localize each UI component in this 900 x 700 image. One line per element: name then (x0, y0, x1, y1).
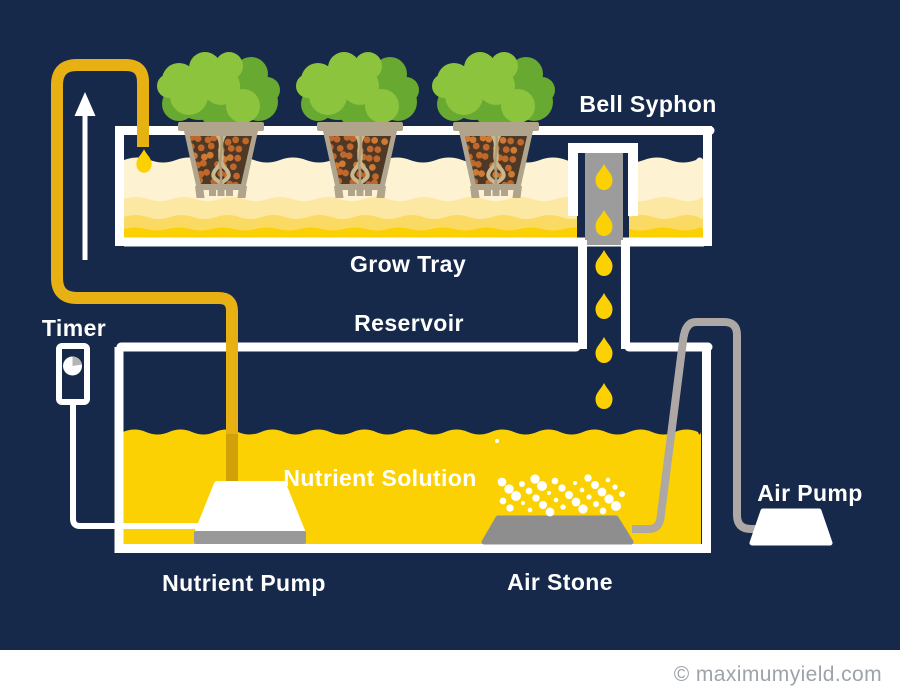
nutrient-drop-icon (595, 210, 613, 236)
label-nutrient-solution: Nutrient Solution (283, 465, 476, 491)
air-bubble (511, 491, 521, 501)
plant-roots (486, 136, 506, 184)
air-bubble (547, 491, 551, 495)
air-bubble (571, 497, 581, 507)
air-stone-device (481, 515, 634, 545)
label-air-stone: Air Stone (507, 569, 613, 595)
air-bubble (551, 477, 559, 485)
plant (296, 52, 419, 129)
timer-housing (56, 343, 90, 405)
label-nutrient-pump: Nutrient Pump (162, 570, 326, 596)
watermark: © maximumyield.com (673, 663, 882, 686)
air-bubble (586, 494, 592, 500)
nutrient-drop-icon (595, 293, 613, 319)
plant (157, 52, 280, 129)
air-bubble (525, 487, 533, 495)
nutrient-pipe-submerged (226, 433, 238, 484)
air-bubble (504, 484, 514, 494)
air-bubble (619, 491, 625, 497)
air-bubble (593, 501, 599, 507)
flow-arrow-head (74, 92, 96, 116)
air-bubble (521, 501, 525, 505)
air-bubble (532, 494, 540, 502)
plant-roots (350, 136, 370, 184)
plant-roots (211, 136, 231, 184)
air-bubble (578, 504, 588, 514)
label-bell-syphon: Bell Syphon (579, 91, 716, 117)
air-bubble (599, 507, 607, 515)
label-timer: Timer (42, 315, 106, 341)
air-pump-device (749, 508, 833, 546)
air-bubbles (495, 439, 625, 517)
nutrient-drops (136, 149, 613, 409)
air-bubble (497, 477, 507, 487)
air-bubble (537, 481, 547, 491)
air-bubble (597, 487, 607, 497)
air-bubble (545, 507, 555, 517)
air-bubble (604, 494, 614, 504)
diagram-canvas: Bell Syphon Grow Tray Reservoir Timer Nu… (0, 0, 900, 650)
air-bubble (539, 501, 547, 509)
air-bubble (584, 474, 592, 482)
pot-clay-pebbles (190, 136, 250, 184)
nutrient-drop-icon (136, 149, 152, 173)
nutrient-drop-icon (595, 337, 613, 363)
growing-medium-pot (317, 122, 403, 198)
nutrient-pipe (51, 59, 238, 434)
air-bubble (530, 474, 540, 484)
air-bubble (519, 481, 525, 487)
air-bubble (553, 497, 559, 503)
nutrient-pump-housing (195, 481, 305, 534)
air-bubble (573, 481, 577, 485)
nutrient-pump-device (194, 481, 306, 544)
growing-medium-pot (453, 122, 539, 198)
air-bubble (558, 484, 566, 492)
net-pots (178, 122, 539, 198)
nutrient-pump-base (194, 531, 306, 544)
timer-power-cord (70, 402, 202, 529)
grow-tray-liquid-bands (124, 157, 704, 238)
nutrient-drop-icon (595, 164, 613, 190)
air-bubble (560, 504, 566, 510)
air-bubble (499, 497, 507, 505)
air-bubble (565, 491, 573, 499)
bell-syphon-bell (568, 143, 638, 216)
footer-strip: © maximumyield.com (0, 650, 900, 700)
label-grow-tray: Grow Tray (350, 251, 466, 277)
air-bubble (527, 507, 533, 513)
nutrient-drop-icon (595, 383, 613, 409)
plant (432, 52, 555, 129)
label-reservoir: Reservoir (354, 310, 464, 336)
flow-arrow-icon (74, 92, 96, 260)
air-bubble (591, 481, 599, 489)
air-bubble (579, 487, 585, 493)
air-bubble (605, 477, 611, 483)
grow-tray (115, 122, 715, 247)
air-bubble (612, 484, 618, 490)
plants (157, 52, 555, 129)
timer-device (56, 343, 90, 405)
air-tube (632, 318, 756, 533)
growing-medium-pot (178, 122, 264, 198)
timer-clock-hand-sector (72, 356, 82, 366)
nutrient-drop-icon (595, 250, 613, 276)
label-air-pump: Air Pump (757, 480, 862, 506)
air-bubble (506, 504, 514, 512)
drain-channel (578, 240, 630, 349)
air-bubble (495, 439, 499, 443)
air-bubble (611, 501, 621, 511)
